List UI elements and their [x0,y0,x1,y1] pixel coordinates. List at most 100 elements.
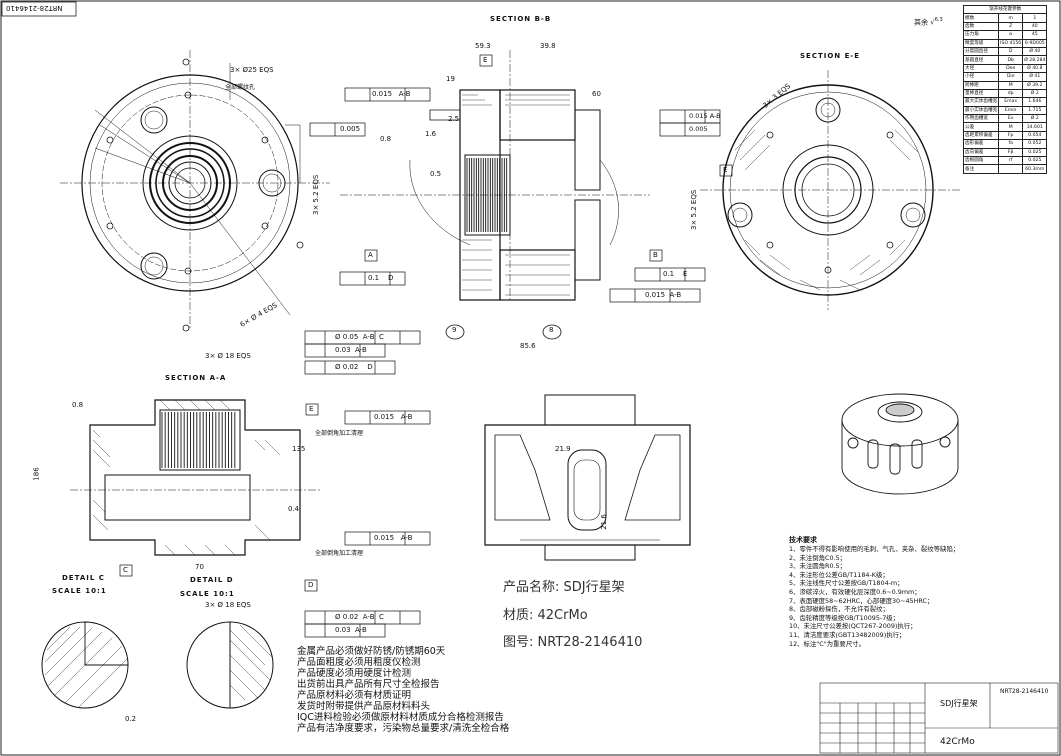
tech-requirement-line: 7、表面硬度58~62HRC，心部硬度30~45HRC； [789,596,934,605]
param-cell: m [998,13,1024,23]
isometric-view [841,393,959,495]
section-aa-view [70,399,320,556]
frame-f8: Ø 0.05 A-B C [335,333,384,341]
tech-requirement-line: 9、齿轮精度等级按GB/T10095-7级； [789,613,900,622]
param-cell: Fβ [998,147,1024,158]
tech-requirement-line: 6、渗碳淬火，有效硬化层深度0.6~0.9mm； [789,587,921,596]
detail-c-title: DETAIL C [62,574,105,582]
elevation-view [484,394,691,561]
param-cell: Dee [998,63,1024,74]
roughness-icon: √ [930,18,935,27]
callout-pin-dd: 3× Ø 18 EQS [205,601,251,609]
param-row: 备注 60.3mm [962,164,1048,174]
drawing-number-rotated: NRT28-2146410 [6,4,63,12]
tech-requirement-line: 3、未注圆角R0.5； [789,562,847,571]
param-cell: 45 [1022,30,1048,40]
dim-d1: 59.3 [475,42,491,50]
param-cell: 1.646 [1022,97,1048,107]
frame-f12: 0.015 A-B [374,534,413,542]
param-cell: ISO 4156 [998,38,1024,48]
note-line: 出货前出具产品所有尺寸全检报告 [297,679,440,690]
param-cell: M [998,80,1024,90]
frame-f3: 0.015 A-B [689,112,721,120]
note-line: 发货时附带提供产品原材料料头 [297,701,431,712]
param-cell: 精度等级 [962,38,1000,48]
detail-d-title: DETAIL D [190,576,234,584]
title-block-name: SDJ行星架 [940,699,978,708]
title-block [819,682,1059,754]
param-cell: 40 [1022,21,1048,32]
tech-requirement-line: 12、标注"C"为重要尺寸。 [789,639,865,648]
dim-d13: 2.5 [448,115,460,123]
param-cell: 公差 [962,122,1000,132]
param-cell: 作用齿槽宽 [962,114,1000,124]
dim-d9: 21.9 [555,445,571,453]
product-material: 材质: 42CrMo [503,608,588,623]
param-cell: 6-9D005 [1022,38,1048,48]
tech-requirements: 1、零件不得有影响使用的毛刺、气孔、夹杂、裂纹等缺陷；2、未注倒角C0.5；3、… [789,545,959,648]
note-line: 产品原材料必须有材质证明 [297,690,412,701]
param-cell: Ø 41 [1022,72,1048,82]
dim-d14: 0.5 [430,170,442,178]
dim-d10: 21.6 [599,514,608,530]
frame-f10: Ø 0.02 D [335,363,373,371]
param-cell: 大径 [962,63,1000,74]
datum-b: B [653,251,658,259]
param-cell [998,164,1024,174]
frame-f2: 0.005 [340,125,361,133]
frame-f14: 0.03 A-B [335,626,367,634]
param-cell: Die [998,72,1024,82]
param-cell: 34.601 [1022,122,1048,132]
frame-f11: 0.015 A-B [374,413,413,421]
param-cell: Ø 40.8 [1022,63,1048,74]
param-cell: M [998,122,1024,132]
dim-d2: 39.8 [540,42,556,50]
detail-c [41,621,129,709]
datum-e-ee: E [723,166,728,174]
param-cell: dp [998,88,1024,99]
datum-e-top: E [483,56,488,64]
param-cell: α [998,30,1024,40]
tech-requirement-line: 11、清洁度要求(GBT13482009)执行； [789,630,906,639]
param-cell: Emin [998,105,1024,116]
param-cell: 0.025 [1022,156,1048,166]
param-cell: 小径 [962,72,1000,82]
param-cell: Ø 28.284 [1022,55,1048,65]
dim-d15: 0.4 [288,505,300,513]
callout-holes-top: 3× Ø25 EQS [230,66,274,74]
param-cell: Ø 2 [1022,88,1048,99]
section-ee-view [700,70,960,310]
param-cell: D [998,46,1024,57]
param-cell: 0.054 [1022,130,1048,141]
dim-d5: 85.6 [520,342,536,350]
param-cell: Z [998,21,1024,32]
param-cell: Fp [998,130,1024,141]
param-cell: 压力角 [962,30,1000,40]
frame-f5: 0.1 D [368,274,394,282]
roughness-other-label: 其余 √6.3 [914,17,943,27]
param-cell: 齿向偏差 [962,147,1000,158]
product-drawing-number: 图号: NRT28-2146410 [503,635,643,650]
balloons [445,324,562,340]
frame-f1: 0.015 A-B [372,90,411,98]
balloon-8: 8 [549,326,554,334]
section-aa-title: SECTION A-A [165,374,227,382]
param-cell: 齿距累积偏差 [962,130,1000,141]
param-cell: 备注 [962,164,1000,174]
note-line: IQC进料检验必须做原材料材质成分合格检测报告 [297,712,504,723]
dim-d8: 186 [32,467,41,481]
param-cell: 模数 [962,13,1000,23]
param-cell: 60.3mm [1022,164,1048,174]
param-cell: 齿数 [962,21,1000,32]
annot-threaded-holes: 全部螺纹孔 [225,84,256,91]
spline-teeth-aa [161,412,236,468]
dim-d6: 135 [292,445,306,453]
dim-d3: 19 [446,75,455,83]
